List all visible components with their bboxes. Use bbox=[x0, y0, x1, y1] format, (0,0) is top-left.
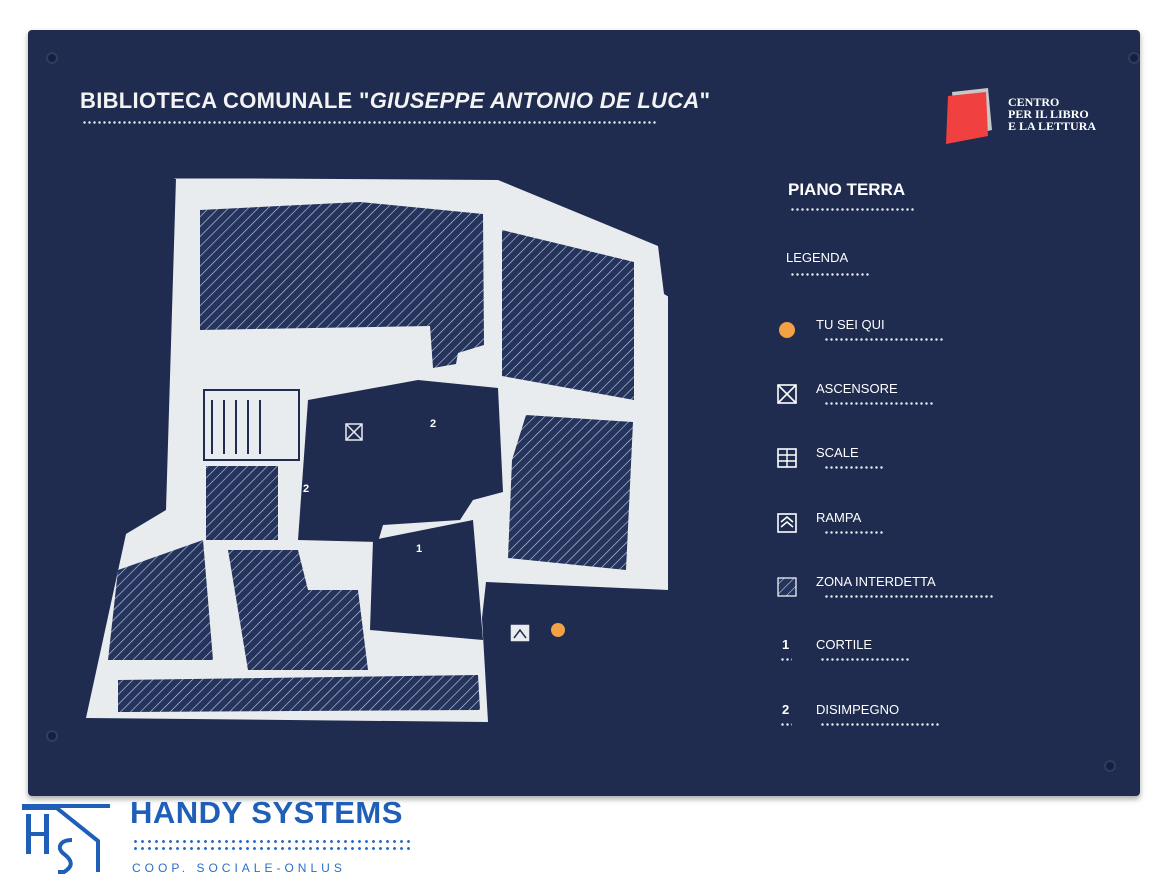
legend-heading: LEGENDA bbox=[786, 250, 849, 265]
handy-systems-braille bbox=[132, 838, 412, 852]
legend-label: RAMPA bbox=[816, 510, 862, 525]
tactile-floor-plan-sign: BIBLIOTECA COMUNALE "GIUSEPPE ANTONIO DE… bbox=[28, 30, 1140, 796]
elevator-icon bbox=[777, 384, 797, 404]
you-are-here-marker bbox=[551, 623, 565, 637]
handy-systems-logo-icon bbox=[22, 804, 110, 874]
centro-libro-logo-text: CENTRO PER IL LIBRO E LA LETTURA bbox=[1008, 95, 1097, 133]
legend-item-disimpegno: 2 DISIMPEGNO bbox=[776, 702, 1076, 742]
floor-title: PIANO TERRA bbox=[788, 180, 906, 199]
legend-label: CORTILE bbox=[816, 637, 873, 652]
legend-label: TU SEI QUI bbox=[816, 317, 885, 332]
orange-dot-icon bbox=[779, 322, 795, 338]
centro-libro-logo-icon bbox=[946, 88, 992, 144]
screw-top-right bbox=[1128, 52, 1140, 64]
map-label-disimpegno-lower: 2 bbox=[303, 483, 310, 495]
stairs-icon bbox=[777, 448, 797, 468]
legend-number-braille bbox=[780, 722, 792, 728]
title-braille bbox=[82, 120, 657, 126]
legend-item-cortile: 1 CORTILE bbox=[776, 637, 1076, 677]
floor-braille bbox=[790, 207, 915, 213]
disimpegno-area bbox=[298, 380, 503, 542]
map-ramp-icon bbox=[509, 623, 531, 643]
screw-bottom-right bbox=[1104, 760, 1116, 772]
legend-item-restricted-zone: ZONA INTERDETTA bbox=[776, 574, 1076, 614]
legend-label: SCALE bbox=[816, 445, 859, 460]
legend-item-you-are-here: TU SEI QUI bbox=[776, 317, 1076, 357]
legend-braille-dots bbox=[824, 337, 944, 343]
legend-label: DISIMPEGNO bbox=[816, 702, 900, 717]
legend-braille-dots bbox=[824, 530, 884, 536]
map-label-cortile: 1 bbox=[416, 543, 423, 555]
legend-number: 1 bbox=[782, 637, 790, 652]
legend-number-braille bbox=[780, 657, 792, 663]
sign-title: BIBLIOTECA COMUNALE "GIUSEPPE ANTONIO DE… bbox=[80, 88, 711, 113]
legend-braille-dots bbox=[824, 401, 934, 407]
legend-braille-dots bbox=[820, 657, 910, 663]
map-elevator-icon bbox=[345, 423, 363, 441]
legend-label: ZONA INTERDETTA bbox=[816, 574, 936, 589]
legend-braille-dots bbox=[824, 594, 994, 600]
legend-number: 2 bbox=[782, 702, 790, 717]
map-label-disimpegno-upper: 2 bbox=[430, 418, 437, 430]
legend-label: ASCENSORE bbox=[816, 381, 898, 396]
floor-plan-map bbox=[86, 178, 668, 722]
handy-systems-name: HANDY SYSTEMS bbox=[130, 795, 403, 830]
legend-braille-dots bbox=[820, 722, 940, 728]
hatched-area-icon bbox=[777, 577, 797, 597]
legend-item-stairs: SCALE bbox=[776, 445, 1076, 485]
screw-top-left bbox=[46, 52, 58, 64]
screw-bottom-left bbox=[46, 730, 58, 742]
legend-item-ramp: RAMPA bbox=[776, 510, 1076, 550]
handy-systems-subtitle: COOP. SOCIALE-ONLUS bbox=[132, 861, 346, 875]
stairs-block bbox=[203, 389, 300, 461]
ramp-icon bbox=[777, 513, 797, 533]
legend-braille-dots bbox=[824, 465, 884, 471]
legend-braille bbox=[790, 272, 870, 278]
legend-item-elevator: ASCENSORE bbox=[776, 381, 1076, 421]
cortile-area bbox=[370, 520, 483, 640]
